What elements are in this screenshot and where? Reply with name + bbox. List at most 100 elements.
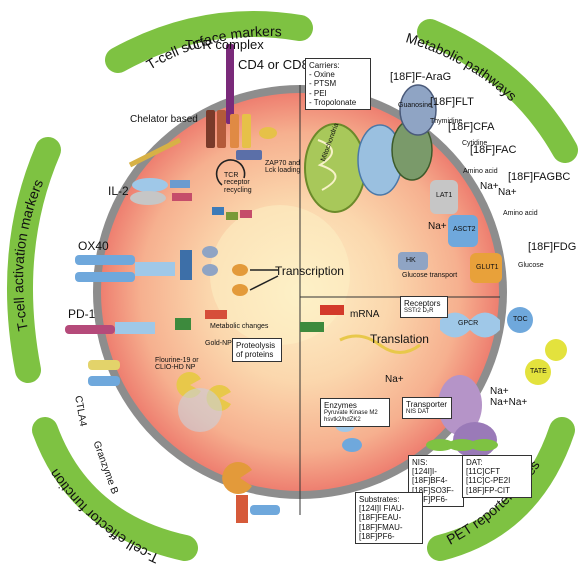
substrates-box: Substrates: [124I]I FIAU- [18F]FEAU- [18…	[355, 492, 423, 544]
tracer-flt: [18F]FLT	[430, 96, 474, 108]
dat-disc-1	[426, 439, 454, 451]
dat-box: DAT: [11C]CFT [11C]C-PE2I [18F]FP-CIT	[462, 455, 532, 498]
dat-item: [11C]CFT	[466, 467, 501, 477]
na-cluster-label: Na+ Na+Na+	[490, 386, 528, 408]
cell-center-glow	[210, 205, 350, 345]
ox40-node-1	[202, 246, 218, 258]
enzyme-blob-2	[342, 438, 362, 452]
substrate-item: [124I]I FIAU-	[359, 504, 405, 514]
na-plus-label-4: Na+	[385, 374, 404, 385]
tcr-chain-4	[242, 114, 251, 148]
lck-ellipse	[259, 127, 277, 139]
granzyme-pacman	[222, 461, 252, 495]
carrier-item: - PEI	[309, 88, 327, 98]
substrates-title: Substrates:	[359, 495, 400, 504]
tracer-fdg: [18F]FDG	[528, 241, 576, 253]
toc-label: TOC	[513, 316, 528, 323]
substrate-item: [18F]PF6-	[359, 531, 395, 541]
il2-chain-a	[170, 180, 190, 188]
recycling-arrow	[215, 159, 246, 186]
effector-receptor	[250, 505, 280, 515]
gpcr-label: GPCR	[458, 320, 479, 327]
mrna-bar-green	[300, 322, 324, 332]
glucose-transport-label: Glucose transport	[402, 272, 458, 279]
ox40-node-4	[232, 284, 248, 296]
pd1-signal	[175, 318, 191, 330]
substrate-item: [18F]FMAU-	[359, 522, 403, 532]
mitochondria-cristae	[317, 139, 337, 191]
ox40-node-3	[232, 264, 248, 276]
il2-signal-2	[226, 212, 238, 220]
ox40-node-2	[202, 264, 218, 276]
il2-chain-b	[172, 193, 192, 201]
carrier-item: - Tropolonate	[309, 97, 357, 107]
tracer-cfa: [18F]CFA	[448, 121, 495, 133]
ctla4-receptor	[88, 360, 120, 370]
na-plus-label-2: Na+	[498, 187, 517, 198]
pd1-stem	[115, 322, 155, 334]
na-plus-label-1: Na+	[480, 181, 499, 192]
lat1-transporter	[430, 180, 458, 214]
toc-circle	[507, 307, 533, 333]
arc-band-metabolic	[417, 19, 578, 163]
hk-label: HK	[406, 257, 416, 264]
il2-label: IL-2	[108, 184, 129, 198]
gpcr-receptor	[440, 312, 500, 338]
mrna-label: mRNA	[350, 309, 380, 320]
cd4-bar	[226, 44, 234, 124]
il2-signal-1	[212, 207, 224, 215]
receptors-title: Receptors	[404, 299, 441, 308]
zap70-box	[236, 150, 262, 160]
ctla4-receptor-2	[88, 376, 120, 386]
tate-circle	[525, 359, 551, 385]
carriers-title: Carriers:	[309, 61, 340, 70]
il2-receptor-1	[132, 178, 168, 192]
cd4-cd8-label: CD4 or CD8	[238, 57, 309, 72]
mito-4	[399, 84, 437, 136]
ox40-receptor	[75, 255, 135, 265]
il2-receptor-2	[130, 191, 166, 205]
zap70-label: ZAP70 and Lck loading	[265, 160, 301, 175]
metabolic-changes-label: Metabolic changes	[210, 323, 269, 330]
nis-item: [18F]SO3F-	[412, 485, 454, 495]
tate-label: TATE	[530, 368, 547, 375]
toc-bg-1	[545, 339, 567, 361]
nis-box: NIS: [124I]I- [18F]BF4- [18F]SO3F- [18F]…	[408, 455, 464, 507]
granzyme-bar	[236, 495, 248, 523]
ox40-receptor-2	[75, 272, 135, 282]
nis-item: [18F]PF6-	[412, 494, 448, 504]
mrna-strand	[339, 334, 421, 354]
dat-title: DAT:	[466, 458, 483, 467]
dat-disc-2	[448, 439, 476, 451]
pd1-receptor	[65, 325, 115, 334]
nis-item: [124I]I-	[412, 467, 437, 477]
fluorine-label: Flourine-19 or CLIO-HD NP	[155, 357, 199, 372]
tcr-chain-1	[206, 110, 215, 148]
dat-item: [11C]C-PE2I	[466, 476, 511, 486]
carrier-item: - PTSM	[309, 79, 337, 89]
hk-box	[398, 252, 428, 270]
arc-band-surface	[105, 11, 313, 73]
transcription-label: Transcription	[275, 264, 344, 278]
arc-band-reporter	[427, 417, 575, 561]
ox40-label: OX40	[78, 239, 109, 253]
substrate-item: [18F]FEAU-	[359, 513, 402, 523]
glucose-label: Glucose	[518, 262, 544, 269]
tracer-fac: [18F]FAC	[470, 144, 517, 156]
carriers-box: Carriers: - Oxine - PTSM - PEI - Tropolo…	[305, 58, 371, 110]
dat-disc-3	[470, 439, 498, 451]
enzymes-box: Enzymes Pyruvate Kinase M2 hsvtk2/hdZK2	[320, 398, 390, 427]
tcr-chain-3	[230, 114, 239, 148]
asct2-label: ASCT2	[453, 226, 476, 233]
pd1-label: PD-1	[68, 307, 96, 321]
arc-band-activation	[7, 137, 61, 383]
enzymes-title: Enzymes	[324, 401, 357, 410]
asct2-transporter	[448, 215, 478, 247]
gate-box	[205, 310, 227, 319]
cytidine-label: Cytidine	[462, 140, 488, 147]
nis-title: NIS:	[412, 458, 428, 467]
traf-box-1	[180, 250, 192, 280]
tcr-recycling-label: TCR receptor recycling	[224, 172, 252, 194]
nis-transporter	[438, 375, 482, 435]
